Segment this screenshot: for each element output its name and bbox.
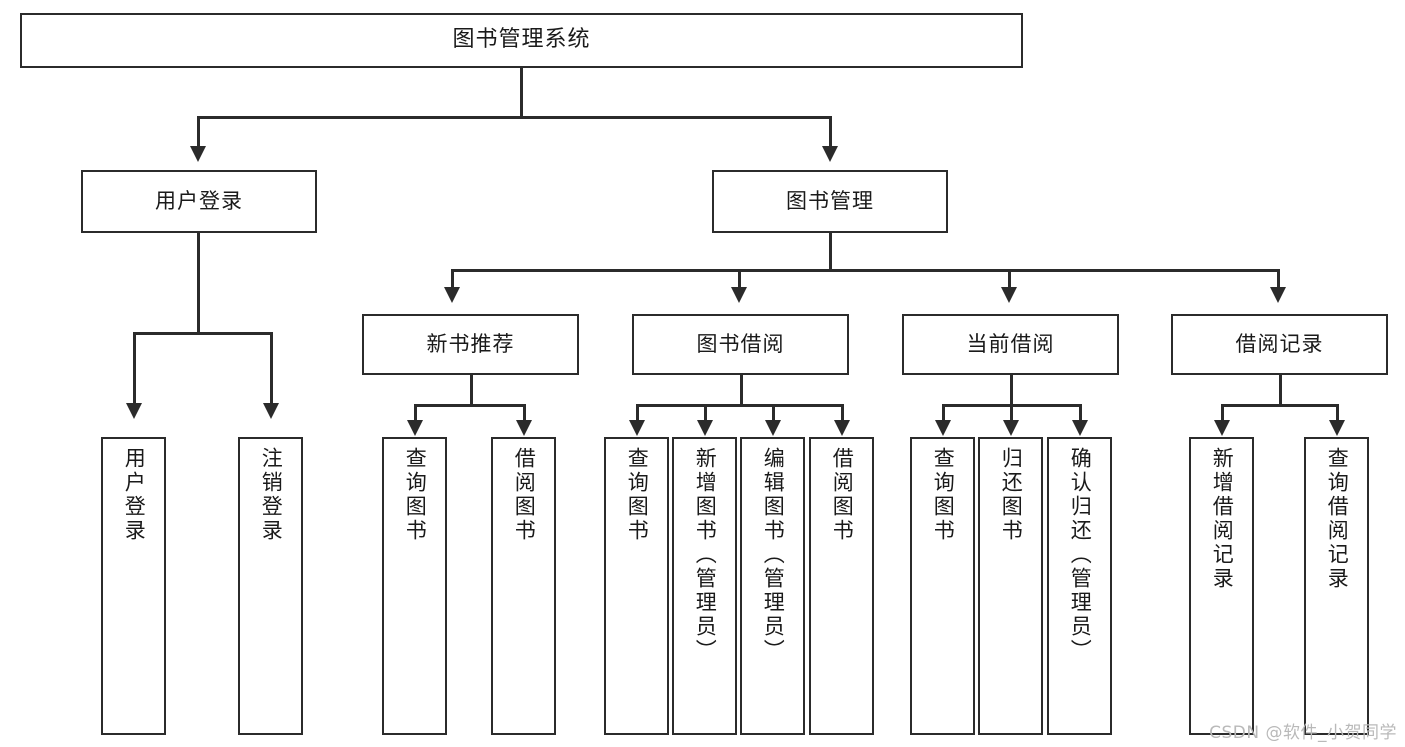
leaf-newbook-borrow-book[interactable]: 借阅图书 [491,437,556,735]
connector-bookmgmt-c4 [1277,269,1280,289]
connector-currentborrow-l1 [942,404,945,422]
connector-currentborrow-l2 [1010,404,1013,422]
arrow-bookborrow-l4 [834,420,850,436]
node-label: 新增借阅记录 [1210,447,1235,591]
connector-newbook-stem [470,375,473,407]
arrow-currentborrow-l1 [935,420,951,436]
connector-newbook-l2 [523,404,526,422]
node-label: 图书管理系统 [452,27,591,53]
leaf-borrowrecord-query-record[interactable]: 查询借阅记录 [1304,437,1369,735]
node-borrow-record[interactable]: 借阅记录 [1171,314,1388,375]
leaf-currentborrow-query-book[interactable]: 查询图书 [910,437,975,735]
node-label: 编辑图书（管理员） [761,447,786,663]
node-current-borrow[interactable]: 当前借阅 [902,314,1119,375]
arrow-bookmgmt-c3 [1001,287,1017,303]
node-label: 注销登录 [259,447,284,543]
connector-userlogin-right [270,332,273,405]
arrow-currentborrow-l3 [1072,420,1088,436]
node-label: 确认归还（管理员） [1068,447,1093,663]
arrow-root-to-user [190,146,206,162]
connector-bookmgmt-c1 [451,269,454,289]
leaf-currentborrow-confirm-return[interactable]: 确认归还（管理员） [1047,437,1112,735]
connector-bookborrow-l3 [772,404,775,422]
connector-bookborrow-l4 [841,404,844,422]
arrow-newbook-l2 [516,420,532,436]
connector-borrowrecord-bar [1222,404,1338,407]
node-book-management[interactable]: 图书管理 [712,170,948,233]
connector-bookborrow-stem [740,375,743,407]
connector-root-to-user [197,116,200,148]
node-label: 借阅图书 [830,447,855,543]
node-label: 新增图书（管理员） [693,447,718,663]
connector-borrowrecord-stem [1279,375,1282,407]
connector-bookborrow-l2 [704,404,707,422]
node-label: 查询借阅记录 [1325,447,1350,591]
connector-userlogin-bar [134,332,272,335]
arrow-bookmgmt-c2 [731,287,747,303]
arrow-bookborrow-l1 [629,420,645,436]
leaf-logout-login[interactable]: 注销登录 [238,437,303,735]
connector-bookmgmt-c2 [738,269,741,289]
leaf-bookborrow-query-book[interactable]: 查询图书 [604,437,669,735]
arrow-root-to-bookmgmt [822,146,838,162]
arrow-bookmgmt-c4 [1270,287,1286,303]
arrow-userlogin-left [126,403,142,419]
leaf-newbook-query-book[interactable]: 查询图书 [382,437,447,735]
connector-root-to-bookmgmt [829,116,832,148]
node-label: 借阅记录 [1235,331,1324,356]
leaf-user-login[interactable]: 用户登录 [101,437,166,735]
connector-currentborrow-l3 [1079,404,1082,422]
leaf-bookborrow-edit-book[interactable]: 编辑图书（管理员） [740,437,805,735]
connector-userlogin-stem [197,233,200,334]
leaf-borrowrecord-add-record[interactable]: 新增借阅记录 [1189,437,1254,735]
arrow-borrowrecord-l1 [1214,420,1230,436]
node-label: 图书借阅 [696,331,785,356]
node-label: 用户登录 [155,188,243,213]
arrow-currentborrow-l2 [1003,420,1019,436]
arrow-borrowrecord-l2 [1329,420,1345,436]
arrow-bookmgmt-c1 [444,287,460,303]
node-label: 用户登录 [122,447,147,543]
node-label: 当前借阅 [966,331,1055,356]
node-new-book-recommend[interactable]: 新书推荐 [362,314,579,375]
connector-userlogin-left [133,332,136,405]
arrow-bookborrow-l3 [765,420,781,436]
node-label: 借阅图书 [512,447,537,543]
connector-borrowrecord-l2 [1336,404,1339,422]
node-book-borrow[interactable]: 图书借阅 [632,314,849,375]
node-label: 图书管理 [786,188,874,213]
connector-currentborrow-stem [1010,375,1013,407]
connector-bookborrow-l1 [636,404,639,422]
arrow-bookborrow-l2 [697,420,713,436]
leaf-bookborrow-add-book[interactable]: 新增图书（管理员） [672,437,737,735]
node-root-system[interactable]: 图书管理系统 [20,13,1023,68]
node-label: 新书推荐 [426,331,515,356]
connector-borrowrecord-l1 [1221,404,1224,422]
arrow-userlogin-right [263,403,279,419]
leaf-currentborrow-return-book[interactable]: 归还图书 [978,437,1043,735]
connector-bookmgmt-c3 [1008,269,1011,289]
node-label: 归还图书 [999,447,1024,543]
connector-bookmgmt-stem [829,233,832,271]
connector-newbook-l1 [414,404,417,422]
connector-newbook-bar [415,404,525,407]
connector-bookborrow-bar [637,404,843,407]
arrow-newbook-l1 [407,420,423,436]
node-user-login[interactable]: 用户登录 [81,170,317,233]
connector-bookmgmt-bar [452,269,1280,272]
node-label: 查询图书 [403,447,428,543]
node-label: 查询图书 [625,447,650,543]
leaf-bookborrow-borrow-book[interactable]: 借阅图书 [809,437,874,735]
connector-root-bar [198,116,832,119]
connector-root-stem [520,68,523,118]
node-label: 查询图书 [931,447,956,543]
